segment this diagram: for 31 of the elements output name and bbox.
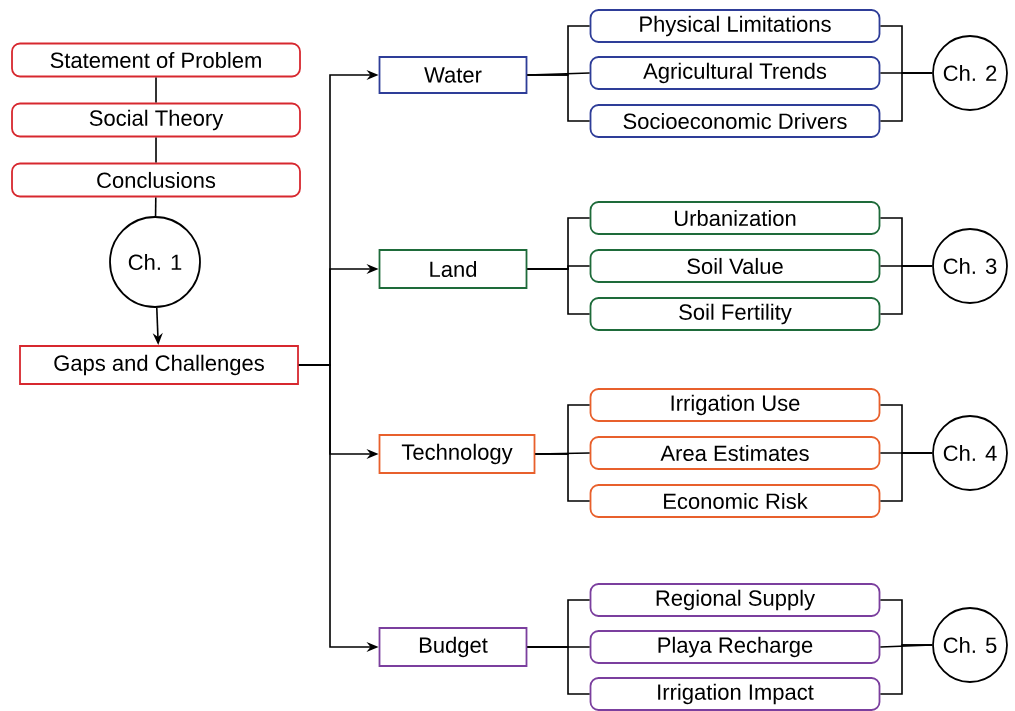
rounded-box: Economic Risk bbox=[589, 484, 881, 518]
category-box: Gaps and Challenges bbox=[19, 345, 299, 385]
category-box: Land bbox=[378, 249, 528, 289]
rounded-box: Soil Value bbox=[589, 249, 881, 283]
category-box: Technology bbox=[378, 434, 536, 474]
category-box: Budget bbox=[378, 627, 528, 667]
connector-line bbox=[879, 644, 933, 695]
rounded-box: Irrigation Use bbox=[589, 388, 881, 422]
rounded-box: Soil Fertility bbox=[589, 297, 881, 331]
rounded-box: Playa Recharge bbox=[589, 630, 881, 664]
connector-line bbox=[155, 76, 157, 104]
connector-line bbox=[879, 452, 933, 502]
rounded-box: Area Estimates bbox=[589, 436, 881, 470]
connector-line bbox=[879, 72, 933, 122]
rounded-box: Irrigation Impact bbox=[589, 677, 881, 711]
connector-line bbox=[526, 74, 591, 122]
rounded-box: Socioeconomic Drivers bbox=[589, 104, 881, 138]
rounded-box: Physical Limitations bbox=[589, 9, 881, 43]
connector-line bbox=[526, 268, 591, 315]
rounded-box: Conclusions bbox=[11, 162, 301, 198]
connector-line bbox=[534, 453, 591, 502]
rounded-box: Urbanization bbox=[589, 201, 881, 235]
connector-line bbox=[154, 196, 157, 217]
rounded-box: Statement of Problem bbox=[11, 42, 301, 78]
category-box: Water bbox=[378, 56, 528, 94]
connector-line bbox=[155, 136, 157, 164]
rounded-box: Agricultural Trends bbox=[589, 56, 881, 90]
connector-line bbox=[879, 265, 933, 315]
connector-line bbox=[526, 646, 591, 695]
rounded-box: Social Theory bbox=[11, 102, 301, 138]
rounded-box: Regional Supply bbox=[589, 583, 881, 617]
